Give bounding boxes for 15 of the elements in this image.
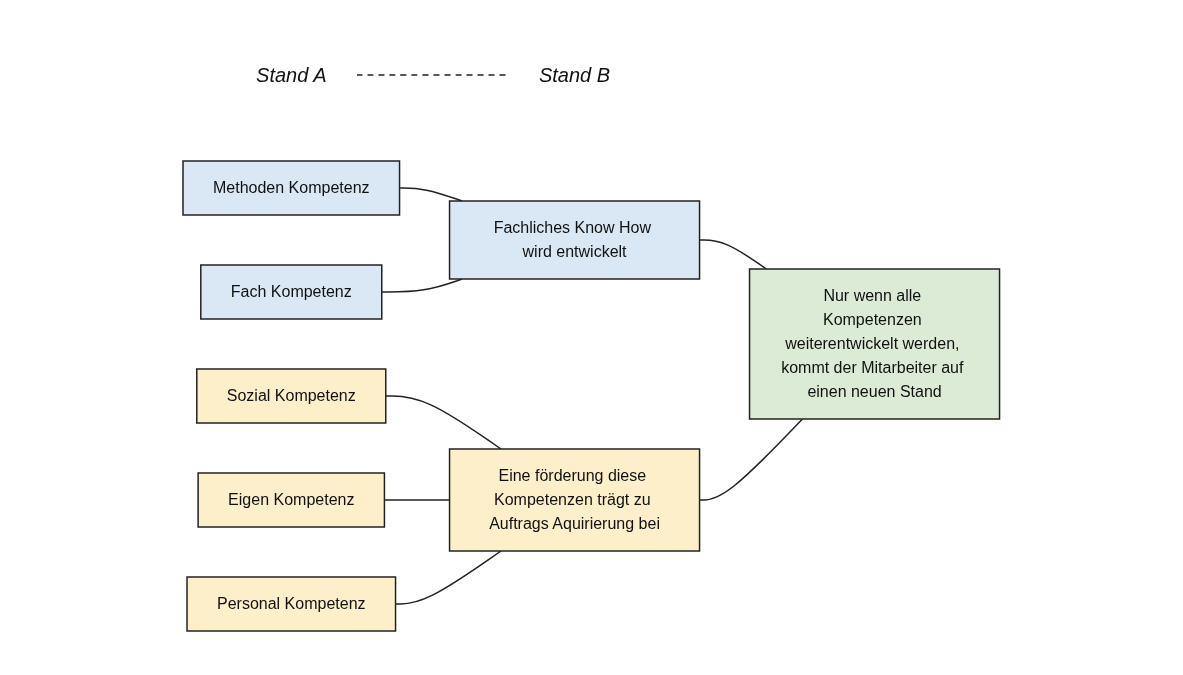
connector <box>381 277 463 293</box>
connector <box>699 238 768 270</box>
connector <box>699 417 804 501</box>
node-text: Stand A <box>256 63 327 86</box>
node-text: Stand B <box>539 63 611 86</box>
node-box: Sozial Kompetenz <box>196 367 387 424</box>
connector <box>385 394 502 450</box>
node-box: Fach Kompetenz <box>200 263 383 320</box>
node-box: Personal Kompetenz <box>186 575 397 632</box>
node-box: Fachliches Know How wird entwickelt <box>449 199 701 280</box>
node-box: Eigen Kompetenz <box>197 471 386 528</box>
node-box: Nur wenn alle Kompetenzen weiterentwickelt werden, kommt der Mitarbeiter auf einen neuen Stand <box>749 267 1001 420</box>
node-box: Methoden Kompetenz <box>182 159 401 216</box>
node-box: Eine förderung diese Kompetenzen trägt zu Auftrags Aquirierung bei <box>449 447 701 552</box>
connector <box>395 549 502 605</box>
